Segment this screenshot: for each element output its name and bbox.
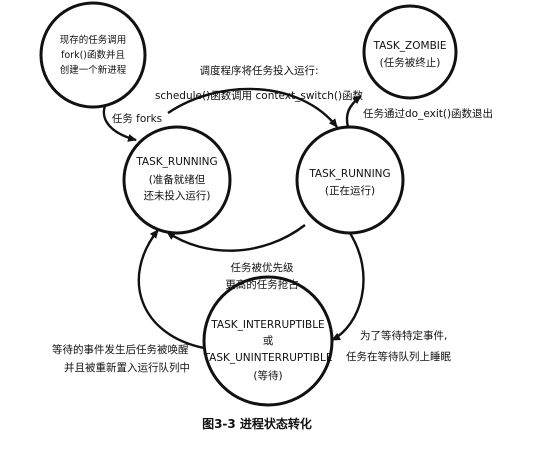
node-task-running-ready: TASK_RUNNING (准备就绪但 还未投入运行)	[122, 125, 232, 235]
ready-state-desc-2: 还未投入运行)	[143, 189, 210, 202]
creator-line-3: 创建一个新进程	[60, 64, 127, 76]
edge-labels: 任务 forks 调度程序将任务投入运行: schedule()函数调用 con…	[52, 64, 493, 374]
label-preempt-2: 更高的任务抢占	[225, 278, 299, 291]
ready-state-desc-1: (准备就绪但	[149, 173, 206, 186]
label-exit: 任务通过do_exit()函数退出	[363, 107, 493, 120]
arrow-exit	[345, 95, 362, 128]
waiting-state-desc: (等待)	[253, 369, 282, 382]
node-creator: 现存的任务调用 fork()函数并且 创建一个新进程	[39, 1, 147, 109]
label-schedule-2: schedule()函数调用 context_switch()函数	[155, 89, 364, 102]
waiting-state-name-1: TASK_INTERRUPTIBLE	[210, 319, 324, 331]
label-preempt-1: 任务被优先级	[231, 261, 294, 274]
arrow-schedule	[167, 87, 338, 128]
label-sleep-2: 任务在等待队列上睡眠	[346, 350, 451, 363]
zombie-state-desc: (任务被终止)	[380, 56, 441, 69]
zombie-state-name: TASK_ZOMBIE	[372, 40, 446, 52]
creator-line-1: 现存的任务调用	[60, 34, 127, 46]
figure-caption: 图3-3 进程状态转化	[202, 416, 312, 431]
arrow-wake	[137, 229, 205, 350]
label-schedule-1: 调度程序将任务投入运行:	[199, 64, 318, 77]
arrow-preempt	[166, 224, 306, 252]
edges	[102, 87, 365, 350]
running-state-name: TASK_RUNNING	[308, 168, 390, 180]
ready-state-name: TASK_RUNNING	[135, 156, 217, 168]
node-task-zombie: TASK_ZOMBIE (任务被终止)	[362, 4, 458, 100]
node-task-waiting: TASK_INTERRUPTIBLE 或 TASK_UNINTERRUPTIBL…	[202, 275, 334, 407]
node-task-running-active: TASK_RUNNING (正在运行)	[295, 125, 405, 235]
label-sleep-1: 为了等待特定事件,	[360, 329, 447, 342]
label-wake-2: 并且被重新置入运行队列中	[64, 361, 190, 374]
waiting-state-name-2: TASK_UNINTERRUPTIBLE	[203, 352, 333, 364]
arrow-sleep	[331, 229, 365, 342]
running-state-desc: (正在运行)	[325, 184, 375, 197]
waiting-state-or: 或	[263, 335, 274, 347]
creator-line-2: fork()函数并且	[61, 49, 125, 61]
label-wake-1: 等待的事件发生后任务被唤醒	[52, 343, 189, 356]
label-fork: 任务 forks	[112, 112, 162, 125]
